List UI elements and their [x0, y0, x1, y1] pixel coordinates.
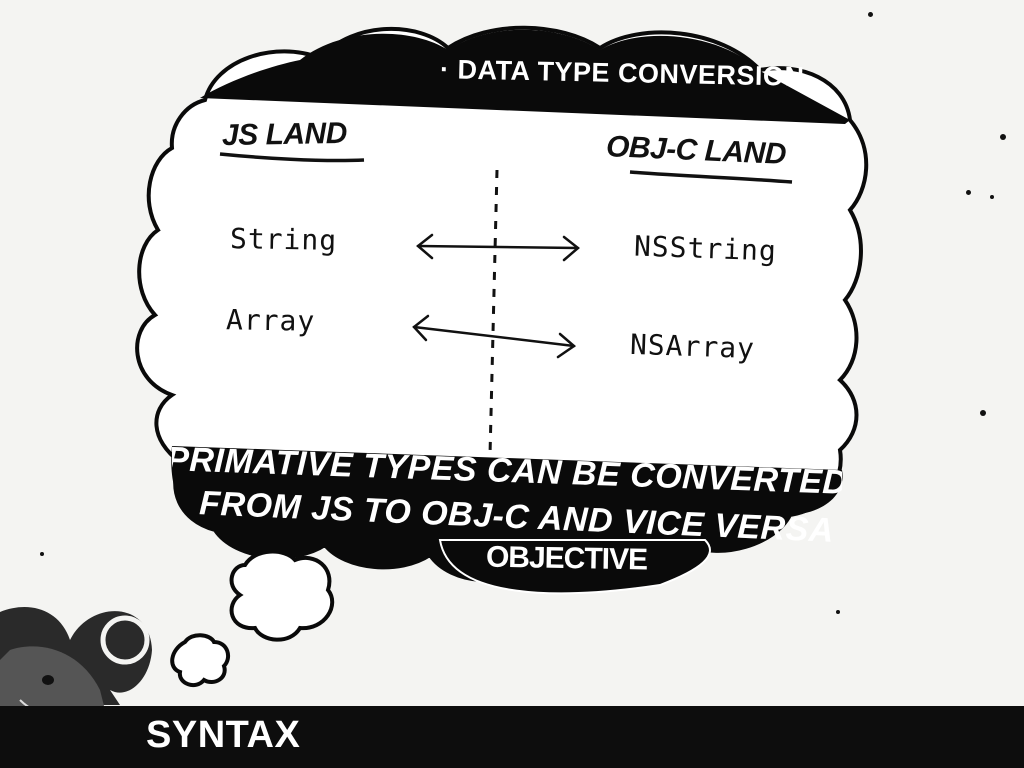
objc-land-underline — [629, 170, 793, 184]
bottom-bar — [0, 706, 1024, 768]
js-type-string: String — [229, 222, 338, 257]
objc-type-nsarray: NSArray — [629, 327, 756, 366]
array-arrow-icon — [412, 314, 577, 359]
noise-speck — [40, 552, 44, 556]
js-land-underline — [219, 152, 365, 163]
noise-speck — [836, 610, 840, 614]
syntax-label: SYNTAX — [146, 714, 301, 756]
objective-badge-shape — [438, 539, 711, 595]
objective-badge-text: OBJECTIVE — [485, 540, 648, 577]
string-arrow-icon — [416, 233, 580, 262]
noise-speck — [1000, 134, 1006, 140]
thought-bubble-small — [170, 633, 231, 688]
thought-bubble-medium — [229, 549, 335, 642]
noise-speck — [980, 410, 986, 416]
js-land-title: JS LAND — [221, 116, 348, 153]
noise-speck — [966, 190, 971, 195]
header-band — [200, 29, 850, 125]
divider-line — [488, 169, 499, 456]
noise-speck — [868, 12, 873, 17]
noise-speck — [990, 195, 994, 199]
objc-type-nsstring: NSString — [633, 229, 778, 268]
objective-badge: OBJECTIVE — [470, 540, 700, 580]
js-type-array: Array — [225, 303, 316, 338]
